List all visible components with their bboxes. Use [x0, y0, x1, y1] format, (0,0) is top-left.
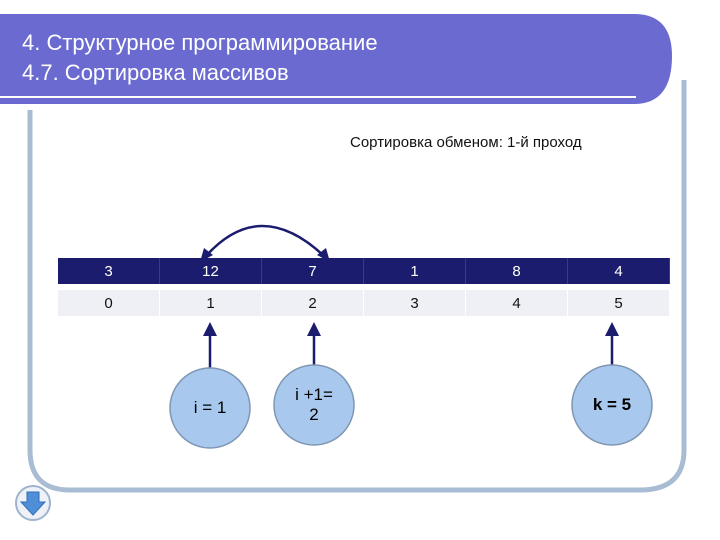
- array-values-row: 3 12 7 1 8 4: [58, 258, 670, 284]
- pointer-k-label-box: k = 5: [572, 365, 652, 445]
- slide-frame: [27, 80, 687, 493]
- swap-arc: [205, 224, 325, 257]
- header-title-line1: 4. Структурное программирование: [22, 30, 378, 55]
- pointer-i1-label: i +1= 2: [295, 385, 333, 424]
- array-row-gap: [58, 284, 670, 290]
- header-band: [0, 14, 672, 104]
- array-value-1: 12: [159, 258, 262, 284]
- bubble-i-circle: [169, 367, 251, 449]
- slide-subtitle: Сортировка обменом: 1-й проход: [350, 134, 582, 151]
- array-indices-row: 0 1 2 3 4 5: [58, 290, 670, 316]
- header-title-line2: 4.7. Сортировка массивов: [22, 60, 289, 85]
- array-index-2: 2: [261, 290, 364, 316]
- array-index-3: 3: [363, 290, 466, 316]
- array-value-2: 7: [261, 258, 364, 284]
- array-value-4: 8: [465, 258, 568, 284]
- bubble-k-circle: [571, 364, 653, 446]
- array-index-4: 4: [465, 290, 568, 316]
- arrow-i-head: [203, 322, 217, 336]
- array-value-0: 3: [58, 258, 160, 284]
- pointer-i-label: i = 1: [193, 398, 227, 418]
- arrow-i1-head: [307, 322, 321, 336]
- array-index-1: 1: [159, 290, 262, 316]
- array-value-5: 4: [567, 258, 670, 284]
- pointer-k-label: k = 5: [592, 395, 632, 415]
- arrow-k-head: [605, 322, 619, 336]
- array-index-0: 0: [58, 290, 160, 316]
- array-table: 3 12 7 1 8 4 0 1 2 3 4 5: [58, 258, 670, 316]
- down-arrow-icon[interactable]: [14, 484, 52, 522]
- pointer-i-label-box: i = 1: [170, 368, 250, 448]
- array-index-5: 5: [567, 290, 670, 316]
- bubble-i1-circle: [273, 364, 355, 446]
- array-value-3: 1: [363, 258, 466, 284]
- pointer-i1-label-box: i +1= 2: [274, 365, 354, 445]
